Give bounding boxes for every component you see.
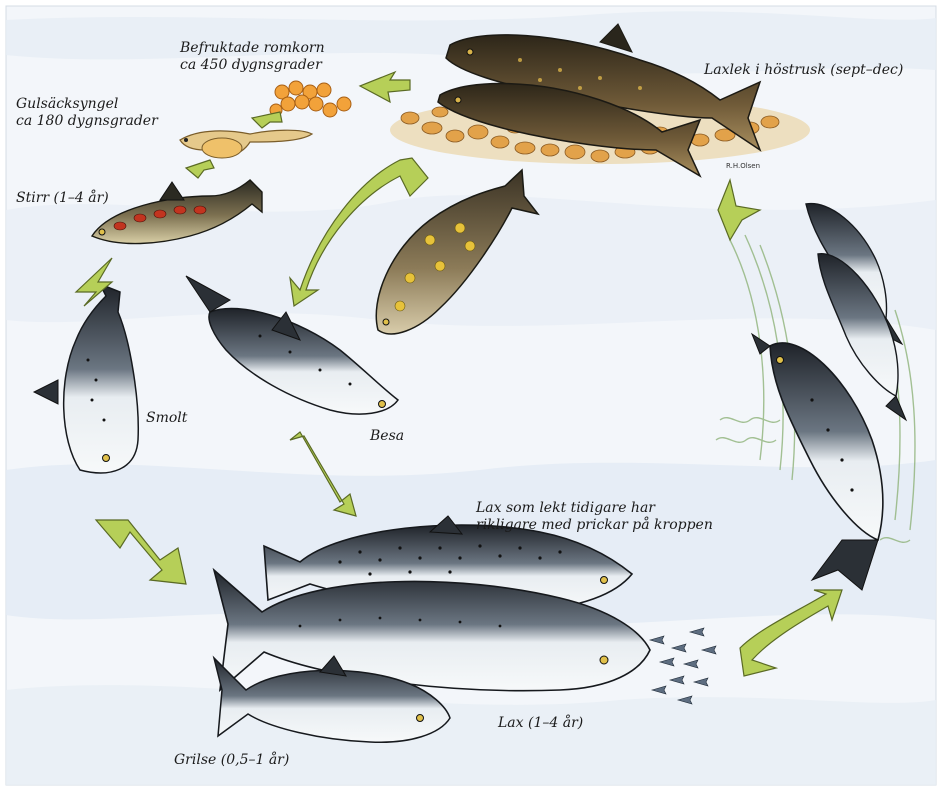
label-alevin: Gulsäcksyngel ca 180 dygnsgrader [16,96,158,130]
repeat-spawner-line2: rikligare med prickar på kroppen [476,517,713,534]
label-grilse: Grilse (0,5–1 år) [174,752,289,769]
artist-signature: R.H.Olsen [726,162,760,170]
label-spawning: Laxlek i höstrusk (sept–dec) [704,62,903,79]
repeat-spawner-line1: Lax som lekt tidigare har [476,500,713,517]
label-parr: Stirr (1–4 år) [16,190,109,207]
alevin-label-line1: Gulsäcksyngel [16,96,158,113]
eggs-label-line1: Befruktade romkorn [180,40,325,57]
eggs-label-line2: ca 450 dygnsgrader [180,57,325,74]
label-besa: Besa [370,428,404,445]
label-smolt: Smolt [146,410,187,427]
label-fertilized-eggs: Befruktade romkorn ca 450 dygnsgrader [180,40,325,74]
label-repeat-spawner: Lax som lekt tidigare har rikligare med … [476,500,713,534]
alevin-label-line2: ca 180 dygnsgrader [16,113,158,130]
label-salmon: Lax (1–4 år) [498,715,583,732]
